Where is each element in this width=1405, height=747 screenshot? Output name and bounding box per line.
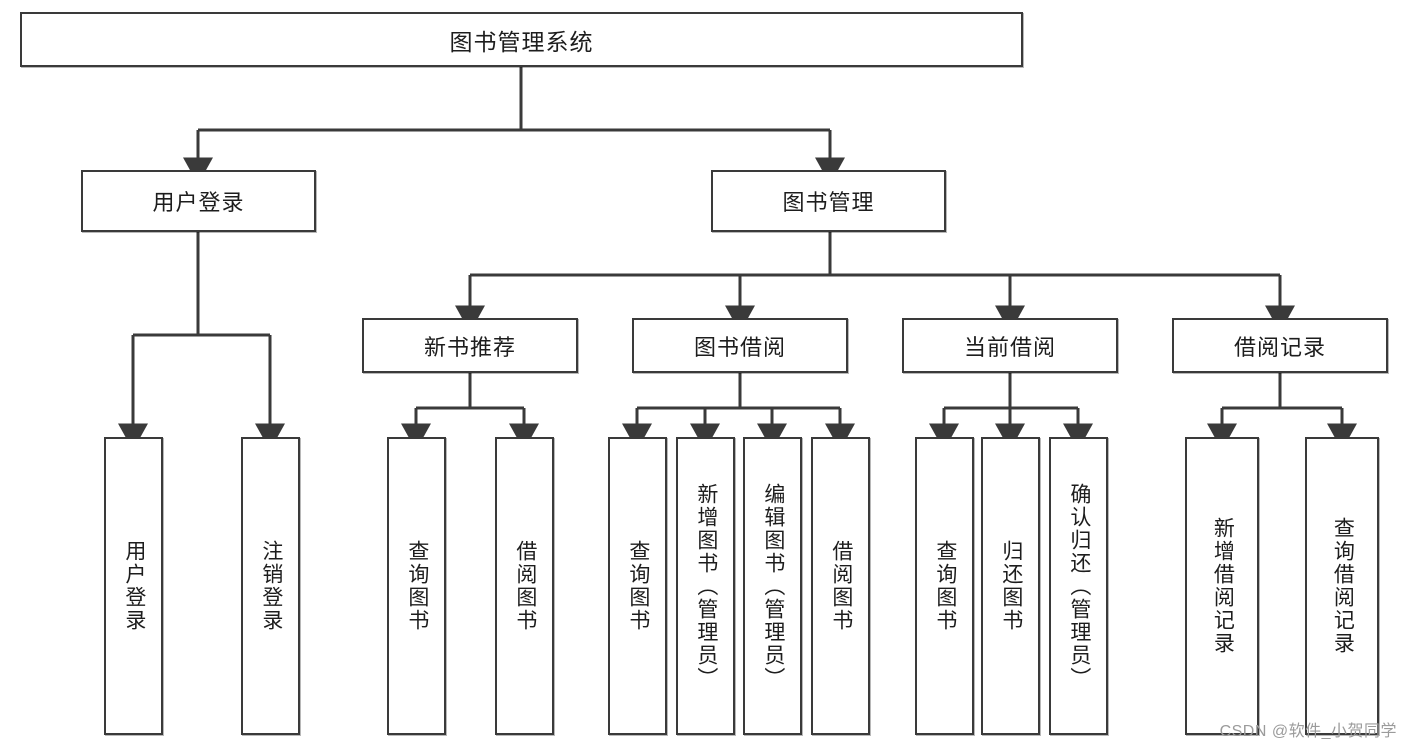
leaf-query-book-new[interactable]: 查询图书 [387, 437, 446, 735]
node-book-borrow-label: 图书借阅 [693, 334, 786, 360]
node-current-borrow-label: 当前借阅 [963, 334, 1056, 360]
leaf-query-book-current[interactable]: 查询图书 [915, 437, 974, 735]
node-new-book-recommend-label: 新书推荐 [423, 334, 516, 360]
leaf-borrow-book-label: 借阅图书 [829, 540, 853, 632]
watermark: CSDN @软件_小贺同学 [1219, 723, 1397, 740]
node-borrow-record[interactable]: 借阅记录 [1172, 318, 1388, 373]
leaf-borrow-book[interactable]: 借阅图书 [811, 437, 870, 735]
node-current-borrow[interactable]: 当前借阅 [902, 318, 1118, 373]
node-user-login-label: 用户登录 [152, 190, 245, 215]
leaf-logout-label: 注销登录 [259, 540, 283, 632]
leaf-query-book-borrow[interactable]: 查询图书 [608, 437, 667, 735]
node-new-book-recommend[interactable]: 新书推荐 [362, 318, 578, 373]
leaf-return-book[interactable]: 归还图书 [981, 437, 1040, 735]
leaf-user-login[interactable]: 用户登录 [104, 437, 163, 735]
node-book-borrow[interactable]: 图书借阅 [632, 318, 848, 373]
leaf-borrow-book-new-label: 借阅图书 [513, 540, 537, 632]
leaf-query-book-current-label: 查询图书 [933, 540, 957, 632]
node-book-management[interactable]: 图书管理 [711, 170, 946, 232]
leaf-borrow-book-new[interactable]: 借阅图书 [495, 437, 554, 735]
leaf-query-borrow-record-label: 查询借阅记录 [1331, 517, 1355, 655]
leaf-query-book-new-label: 查询图书 [405, 540, 429, 632]
node-user-login[interactable]: 用户登录 [81, 170, 316, 232]
leaf-user-login-label: 用户登录 [122, 540, 146, 632]
leaf-confirm-return-admin-label: 确认归还（管理员） [1067, 482, 1091, 690]
leaf-query-book-borrow-label: 查询图书 [626, 540, 650, 632]
leaf-confirm-return-admin[interactable]: 确认归还（管理员） [1049, 437, 1108, 735]
node-root[interactable]: 图书管理系统 [20, 12, 1023, 67]
node-root-label: 图书管理系统 [449, 28, 594, 55]
leaf-edit-book-admin[interactable]: 编辑图书（管理员） [743, 437, 802, 735]
leaf-return-book-label: 归还图书 [999, 540, 1023, 632]
leaf-logout[interactable]: 注销登录 [241, 437, 300, 735]
leaf-query-borrow-record[interactable]: 查询借阅记录 [1305, 437, 1379, 735]
leaf-add-book-admin-label: 新增图书（管理员） [694, 482, 718, 690]
leaf-add-borrow-record[interactable]: 新增借阅记录 [1185, 437, 1259, 735]
leaf-add-borrow-record-label: 新增借阅记录 [1211, 517, 1235, 655]
leaf-edit-book-admin-label: 编辑图书（管理员） [761, 482, 785, 690]
node-borrow-record-label: 借阅记录 [1233, 334, 1326, 360]
node-book-management-label: 图书管理 [782, 190, 875, 215]
leaf-add-book-admin[interactable]: 新增图书（管理员） [676, 437, 735, 735]
